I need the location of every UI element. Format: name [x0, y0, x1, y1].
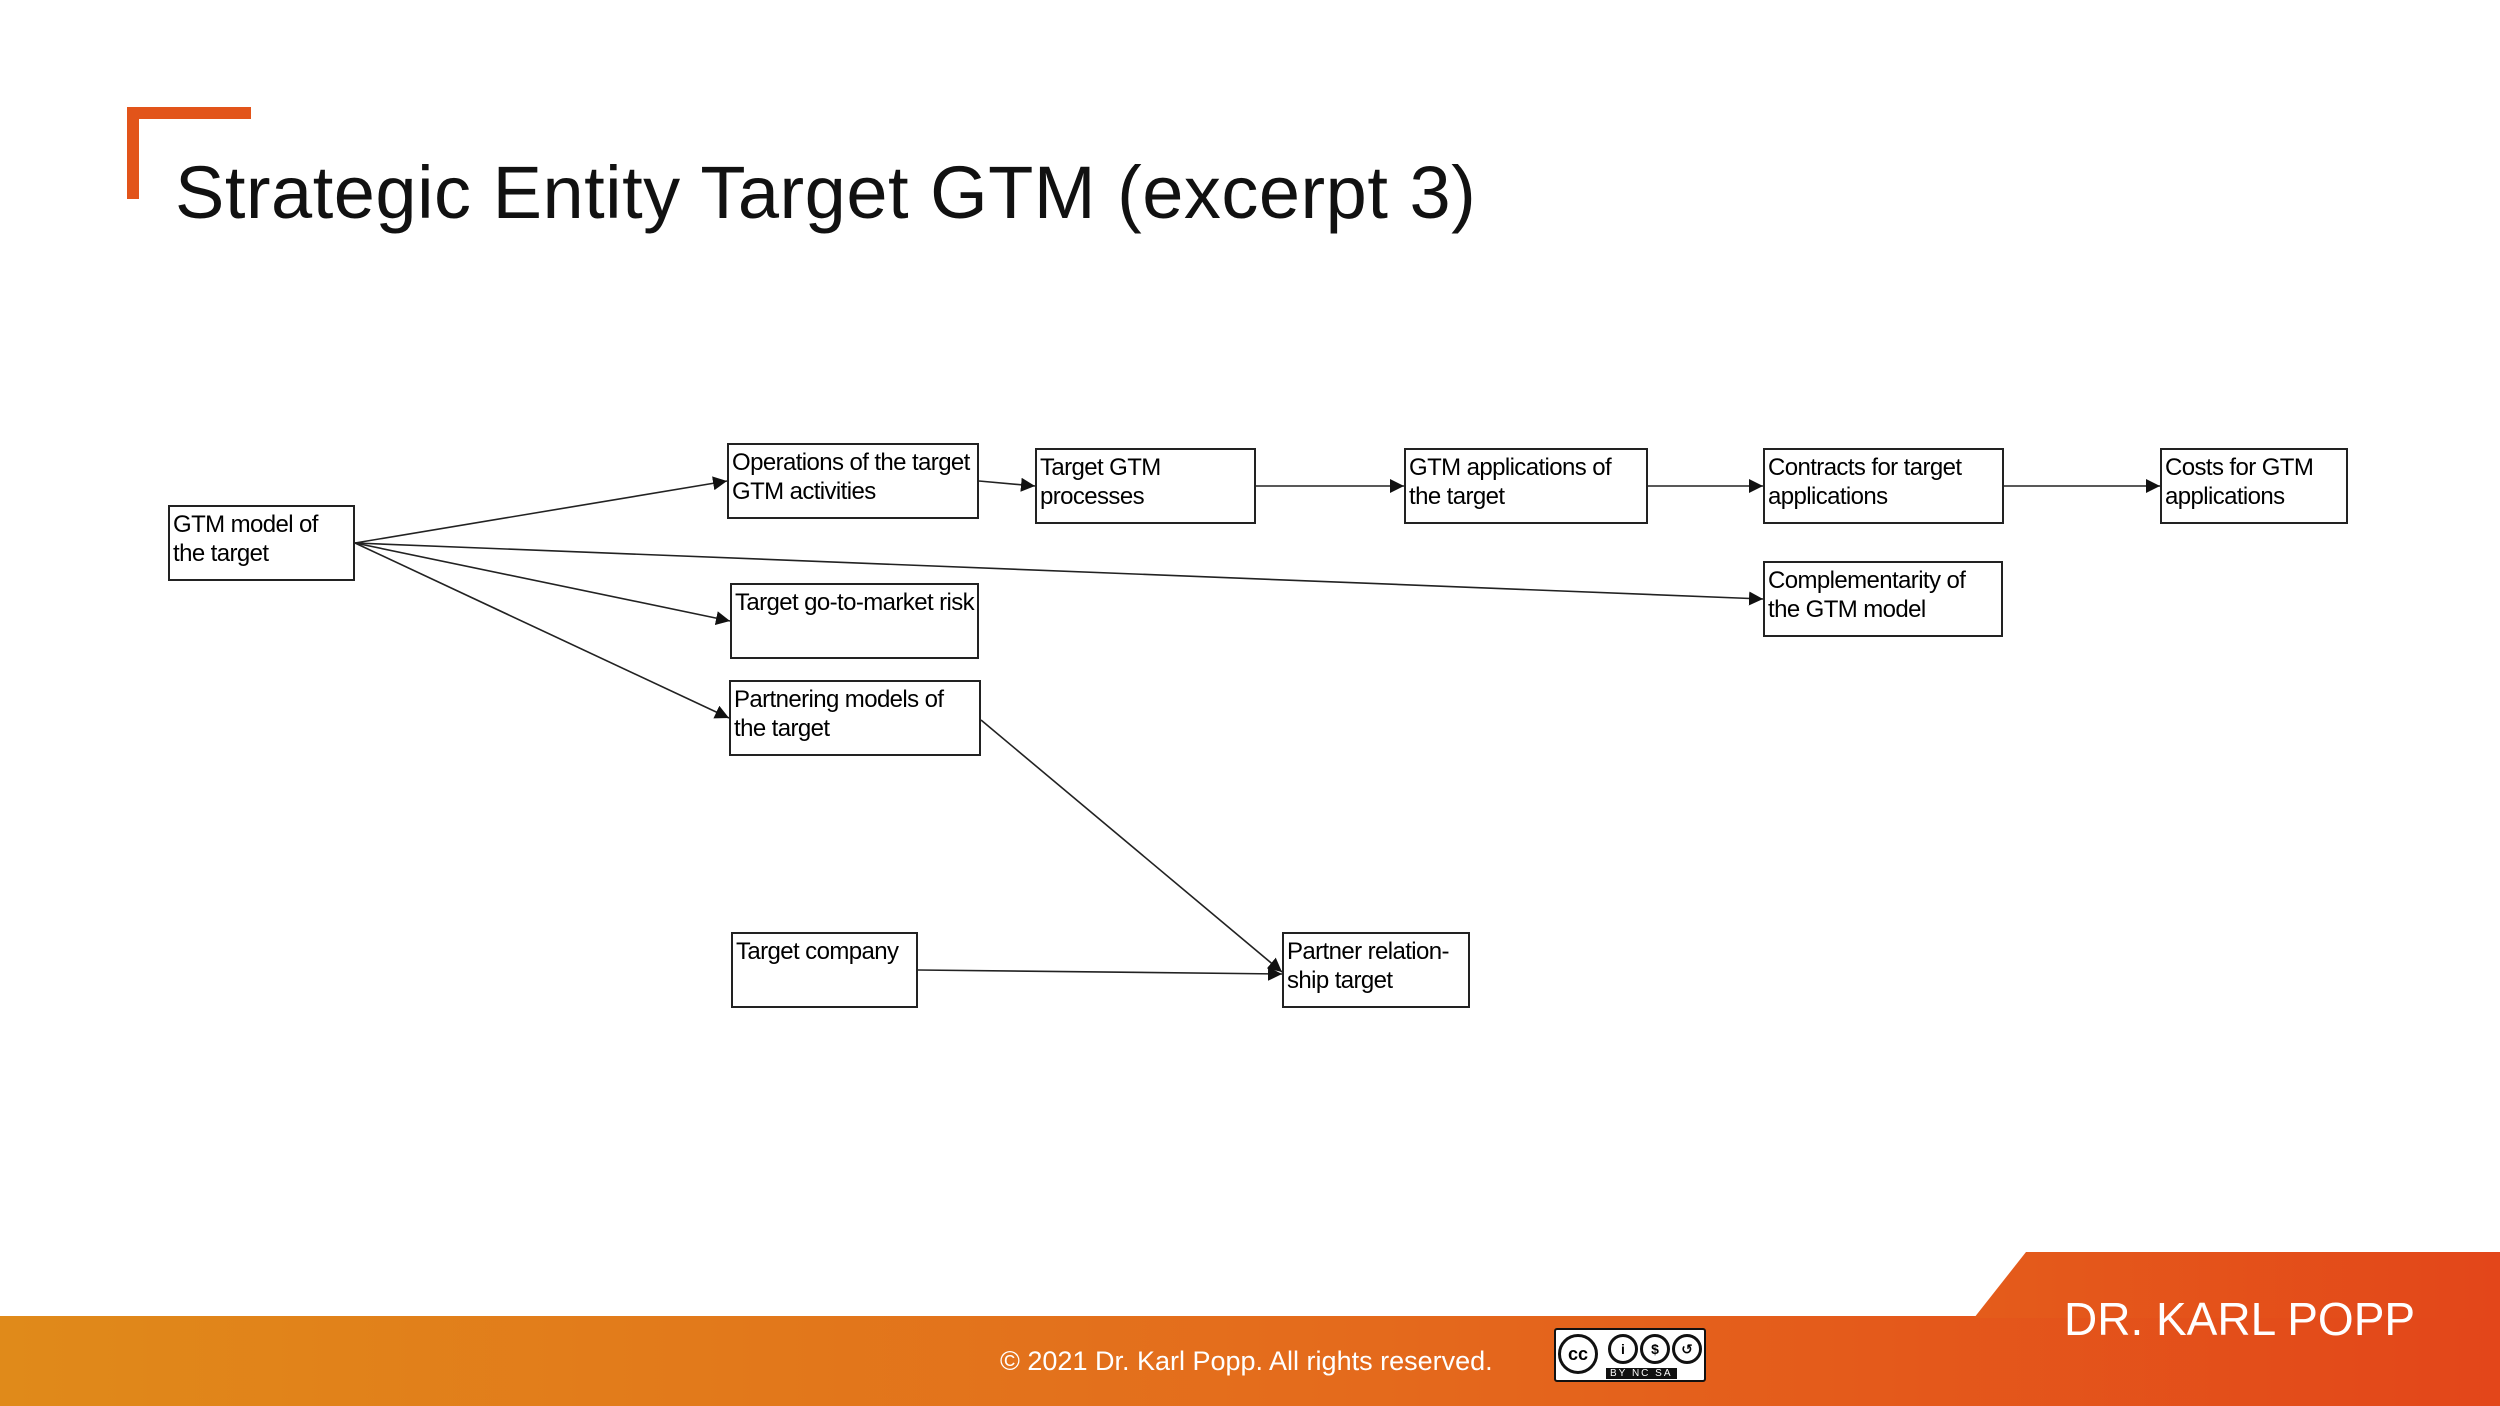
edge-partnering-to-partner_rel: [980, 719, 1283, 973]
footer-bar: [0, 1316, 2500, 1406]
copyright-text: © 2021 Dr. Karl Popp. All rights reserve…: [1000, 1346, 1493, 1376]
page-title: Strategic Entity Target GTM (excerpt 3): [175, 151, 1477, 234]
license-labels: BY NC SA: [1606, 1368, 1677, 1379]
node-contracts[interactable]: Contracts for target applications: [1763, 448, 2004, 524]
node-complementarity[interactable]: Complementarity of the GTM model: [1763, 561, 2003, 637]
node-company[interactable]: Target company: [731, 932, 918, 1008]
creative-commons-icon: cc i $ ↺ BY NC SA: [1554, 1328, 1706, 1382]
edge-operations-to-processes: [978, 477, 1036, 492]
title-corner-accent: [127, 107, 251, 199]
node-partnering[interactable]: Partnering models of the target: [729, 680, 981, 756]
edge-gtm_model-to-operations: [354, 476, 728, 544]
edge-gtm_model-to-partnering: [354, 542, 730, 719]
node-applications[interactable]: GTM applications of the target: [1404, 448, 1648, 524]
edge-company-to-partner_rel: [917, 966, 1283, 981]
footer-brand-tab: [1974, 1252, 2500, 1318]
node-risk[interactable]: Target go-to-market risk: [730, 583, 979, 659]
node-operations[interactable]: Operations of the target GTM activities: [727, 443, 979, 519]
node-processes[interactable]: Target GTM processes: [1035, 448, 1256, 524]
node-partner-relationship[interactable]: Partner relation-ship target: [1282, 932, 1470, 1008]
node-gtm-model[interactable]: GTM model of the target: [168, 505, 355, 581]
edge-gtm_model-to-risk: [354, 542, 731, 626]
brand-name: DR. KARL POPP: [2064, 1293, 2416, 1345]
node-costs[interactable]: Costs for GTM applications: [2160, 448, 2348, 524]
edge-gtm_model-to-complementarity: [354, 542, 1764, 606]
